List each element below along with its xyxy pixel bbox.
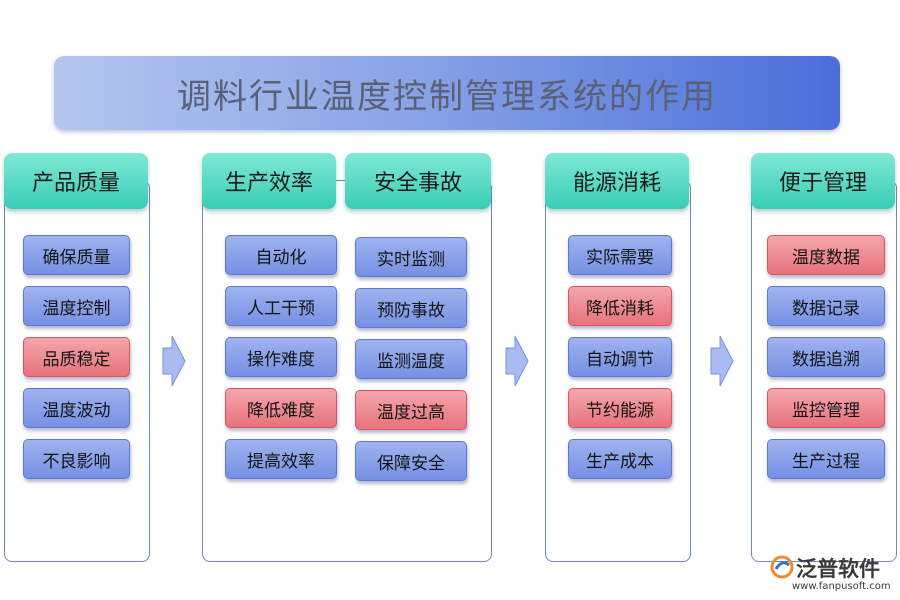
logo-url-text: www.fanpusoft.com	[792, 581, 891, 592]
item-safety-accident: 预防事故	[355, 288, 467, 328]
item-production-efficiency: 提高效率	[225, 439, 337, 479]
item-production-efficiency: 降低难度	[225, 388, 337, 428]
item-management: 温度数据	[767, 235, 885, 275]
diagram-title-bar: 调料行业温度控制管理系统的作用	[54, 56, 840, 130]
header-energy-consumption: 能源消耗	[545, 153, 689, 209]
item-product-quality: 不良影响	[23, 439, 130, 479]
item-energy-consumption: 自动调节	[568, 337, 672, 377]
item-energy-consumption: 实际需要	[568, 235, 672, 275]
brand-logo: 泛普软件 www.fanpusoft.com	[770, 553, 895, 599]
logo-brand-text: 泛普软件	[796, 557, 880, 581]
item-management: 数据记录	[767, 286, 885, 326]
item-safety-accident: 监测温度	[355, 339, 467, 379]
arrow-right-icon	[162, 335, 186, 387]
arrow-right-icon	[710, 335, 734, 387]
diagram-title: 调料行业温度控制管理系统的作用	[177, 76, 717, 117]
item-product-quality: 温度波动	[23, 388, 130, 428]
item-management: 数据追溯	[767, 337, 885, 377]
item-product-quality: 确保质量	[23, 235, 130, 275]
item-energy-consumption: 节约能源	[568, 388, 672, 428]
header-production-efficiency: 生产效率	[202, 153, 336, 209]
arrow-right-icon	[505, 335, 529, 387]
item-production-efficiency: 操作难度	[225, 337, 337, 377]
item-energy-consumption: 生产成本	[568, 439, 672, 479]
item-safety-accident: 保障安全	[355, 441, 467, 481]
header-management: 便于管理	[751, 153, 895, 209]
item-production-efficiency: 自动化	[225, 235, 337, 275]
item-product-quality: 温度控制	[23, 286, 130, 326]
header-product-quality: 产品质量	[4, 153, 148, 209]
item-production-efficiency: 人工干预	[225, 286, 337, 326]
logo-icon	[770, 555, 794, 579]
item-safety-accident: 温度过高	[355, 390, 467, 430]
header-safety-accident: 安全事故	[345, 153, 491, 209]
item-energy-consumption: 降低消耗	[568, 286, 672, 326]
item-management: 监控管理	[767, 388, 885, 428]
item-safety-accident: 实时监测	[355, 237, 467, 277]
item-product-quality: 品质稳定	[23, 337, 130, 377]
item-management: 生产过程	[767, 439, 885, 479]
